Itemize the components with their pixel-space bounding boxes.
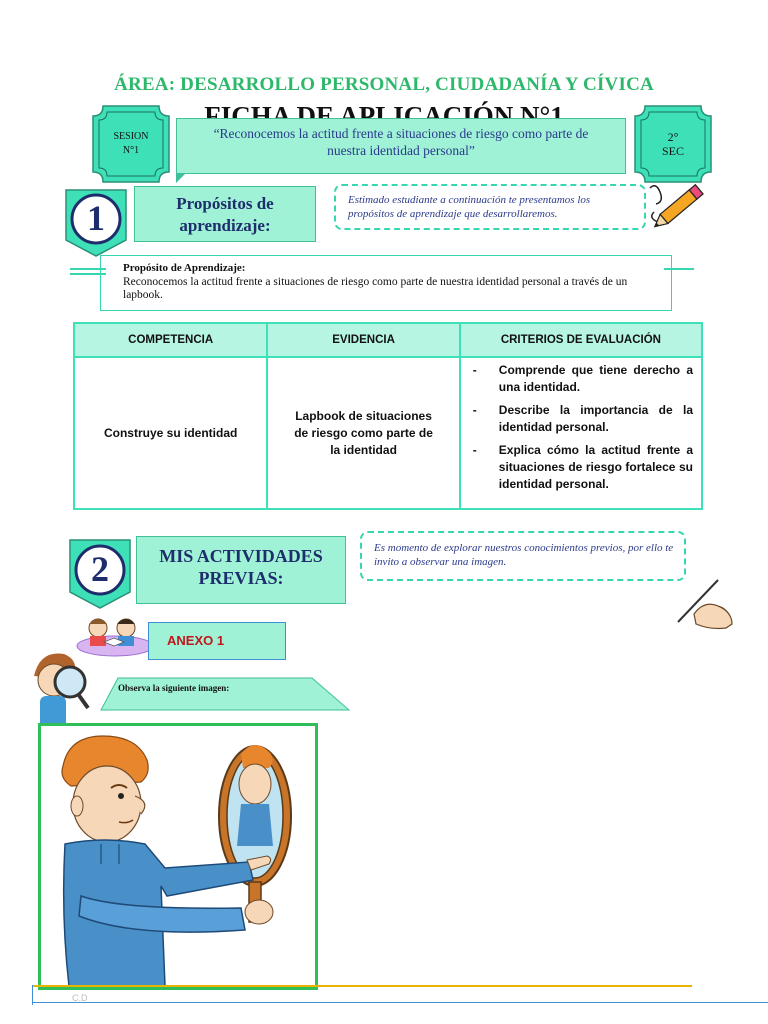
section-2-heading: MIS ACTIVIDADES PREVIAS: — [159, 546, 323, 588]
section-2-number: 2 — [91, 549, 109, 589]
criterio-bullet: - — [472, 363, 477, 377]
criterio-text: Comprende que tiene derecho a una identi… — [498, 363, 693, 394]
kids-reading-icon — [74, 612, 156, 658]
session-badge: SESION N°1 — [91, 104, 171, 184]
purpose-right-line — [664, 268, 694, 270]
grade-sec: SEC — [661, 144, 684, 158]
footer-line-bottom — [32, 1002, 768, 1003]
session-number: N°1 — [122, 145, 140, 156]
observa-text: Observa la siguiente imagen: — [118, 683, 230, 693]
ficha-title: FICHA DE APLICACIÓN N°1 — [204, 101, 564, 120]
criterio-item: - Explica cómo la actitud frente a situa… — [473, 442, 693, 493]
footer-cd: C.D — [72, 993, 88, 1003]
footer-line — [32, 985, 692, 987]
table-header-evidencia: EVIDENCIA — [266, 322, 461, 358]
table-header-criterios: CRITERIOS DE EVALUACIÓN — [458, 322, 704, 358]
anexo-label: ANEXO 1 — [167, 633, 225, 648]
criterios-cell: - Comprende que tiene derecho a una iden… — [458, 356, 704, 510]
competencia-cell: Construye su identidad — [72, 356, 269, 510]
criterio-bullet: - — [472, 403, 477, 417]
criterio-bullet: - — [472, 443, 477, 457]
competency-table: COMPETENCIA EVIDENCIA CRITERIOS DE EVALU… — [72, 322, 704, 510]
session-title-box: “Reconocemos la actitud frente a situaci… — [176, 118, 626, 183]
section-2-note: Es momento de explorar nuestros conocimi… — [374, 542, 674, 568]
area-title: ÁREA: DESARROLLO PERSONAL, CIUDADANÍA Y … — [114, 74, 654, 95]
session-label: SESION — [113, 131, 149, 142]
pencil-icon — [642, 178, 712, 238]
purpose-tab-lines — [70, 268, 106, 276]
writing-hand-icon — [674, 574, 736, 630]
anexo-box: ANEXO 1 — [148, 622, 286, 660]
section-1-heading: Propósitos de aprendizaje: — [176, 194, 274, 235]
session-title: “Reconocemos la actitud frente a situaci… — [213, 126, 589, 158]
section-2-note-box: Es momento de explorar nuestros conocimi… — [360, 531, 686, 581]
observa-banner: Observa la siguiente imagen: — [100, 677, 350, 711]
footer-divider — [32, 985, 33, 1005]
criterio-item: - Comprende que tiene derecho a una iden… — [473, 362, 693, 396]
table-header-row: COMPETENCIA EVIDENCIA CRITERIOS DE EVALU… — [72, 322, 704, 358]
section-1-number-badge: 1 — [64, 188, 128, 258]
section-1-number: 1 — [87, 198, 105, 238]
section-2-number-badge: 2 — [68, 538, 132, 610]
section-1-note-box: Estimado estudiante a continuación te pr… — [334, 184, 646, 230]
section-1-heading-box: Propósitos de aprendizaje: — [134, 186, 316, 242]
grade-label: 2° — [667, 130, 679, 144]
criterio-text: Explica cómo la actitud frente a situaci… — [498, 443, 693, 491]
section-1-note: Estimado estudiante a continuación te pr… — [348, 194, 591, 220]
criterio-text: Describe la importancia de la identidad … — [498, 403, 693, 434]
table-header-competencia: COMPETENCIA — [72, 322, 269, 358]
grade-badge: 2° SEC — [633, 104, 713, 184]
evidencia-cell: Lapbook de situaciones de riesgo como pa… — [266, 356, 461, 510]
purpose-text: Reconocemos la actitud frente a situacio… — [123, 275, 628, 302]
kid-magnifier-icon — [26, 648, 92, 758]
mirror-illustration — [38, 723, 318, 990]
purpose-box: Propósito de Aprendizaje: Reconocemos la… — [100, 255, 672, 311]
criterio-item: - Describe la importancia de la identida… — [473, 402, 693, 436]
section-2-heading-box: MIS ACTIVIDADES PREVIAS: — [136, 536, 346, 604]
purpose-label: Propósito de Aprendizaje: — [123, 262, 246, 274]
table-row: Construye su identidad Lapbook de situac… — [72, 356, 704, 510]
